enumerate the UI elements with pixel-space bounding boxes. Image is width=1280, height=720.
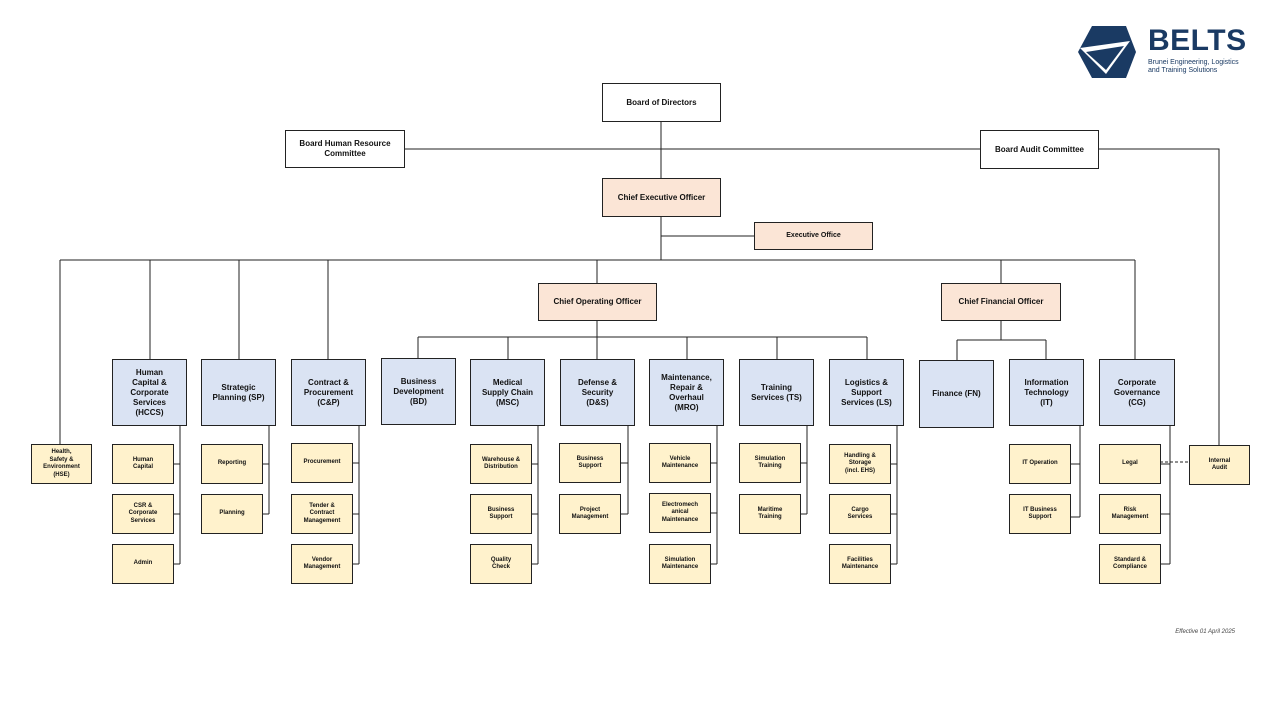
unit-box: Vendor Management [291,544,353,584]
ceo-box: Chief Executive Officer [602,178,721,217]
unit-box: Procurement [291,443,353,483]
hexagon-logo-icon [1078,26,1136,78]
coo-box: Chief Operating Officer [538,283,657,321]
effective-date: Effective 01 April 2025 [1175,629,1235,635]
hse-box: Health, Safety & Environment (HSE) [31,444,92,484]
unit-box: Electromech anical Maintenance [649,493,711,533]
division-sp: Strategic Planning (SP) [201,359,276,426]
unit-box: Warehouse & Distribution [470,444,532,484]
division-it: Information Technology (IT) [1009,359,1084,426]
unit-box: Simulation Maintenance [649,544,711,584]
division-mro: Maintenance, Repair & Overhaul (MRO) [649,359,724,426]
unit-box: Business Support [559,443,621,483]
division-ls: Logistics & Support Services (LS) [829,359,904,426]
division-bd: Business Development (BD) [381,358,456,425]
division-cp: Contract & Procurement (C&P) [291,359,366,426]
logo-tagline: Brunei Engineering, Logistics and Traini… [1148,59,1239,75]
division-ts: Training Services (TS) [739,359,814,426]
unit-box: Quality Check [470,544,532,584]
board-audit-committee-box: Board Audit Committee [980,130,1099,169]
unit-box: Simulation Training [739,443,801,483]
unit-box: Vehicle Maintenance [649,443,711,483]
unit-box: CSR & Corporate Services [112,494,174,534]
unit-box: Admin [112,544,174,584]
unit-box: Standard & Compliance [1099,544,1161,584]
unit-box: Handling & Storage (incl. EHS) [829,444,891,484]
executive-office-box: Executive Office [754,222,873,250]
unit-box: Legal [1099,444,1161,484]
unit-box: Risk Management [1099,494,1161,534]
board-of-directors-box: Board of Directors [602,83,721,122]
unit-box: Business Support [470,494,532,534]
unit-box: Reporting [201,444,263,484]
unit-box: Human Capital [112,444,174,484]
division-hccs: Human Capital & Corporate Services (HCCS… [112,359,187,426]
internal-audit-box: Internal Audit [1189,445,1250,485]
unit-box: IT Operation [1009,444,1071,484]
logo-wordmark: BELTS [1148,24,1247,57]
cfo-box: Chief Financial Officer [941,283,1061,321]
unit-box: Facilities Maintenance [829,544,891,584]
unit-box: IT Business Support [1009,494,1071,534]
unit-box: Cargo Services [829,494,891,534]
unit-box: Tender & Contract Management [291,494,353,534]
division-fn: Finance (FN) [919,360,994,428]
belts-logo [1078,26,1136,78]
division-msc: Medical Supply Chain (MSC) [470,359,545,426]
division-cg: Corporate Governance (CG) [1099,359,1175,426]
board-hr-committee-box: Board Human Resource Committee [285,130,405,168]
unit-box: Planning [201,494,263,534]
unit-box: Maritime Training [739,494,801,534]
division-ds: Defense & Security (D&S) [560,359,635,426]
unit-box: Project Management [559,494,621,534]
